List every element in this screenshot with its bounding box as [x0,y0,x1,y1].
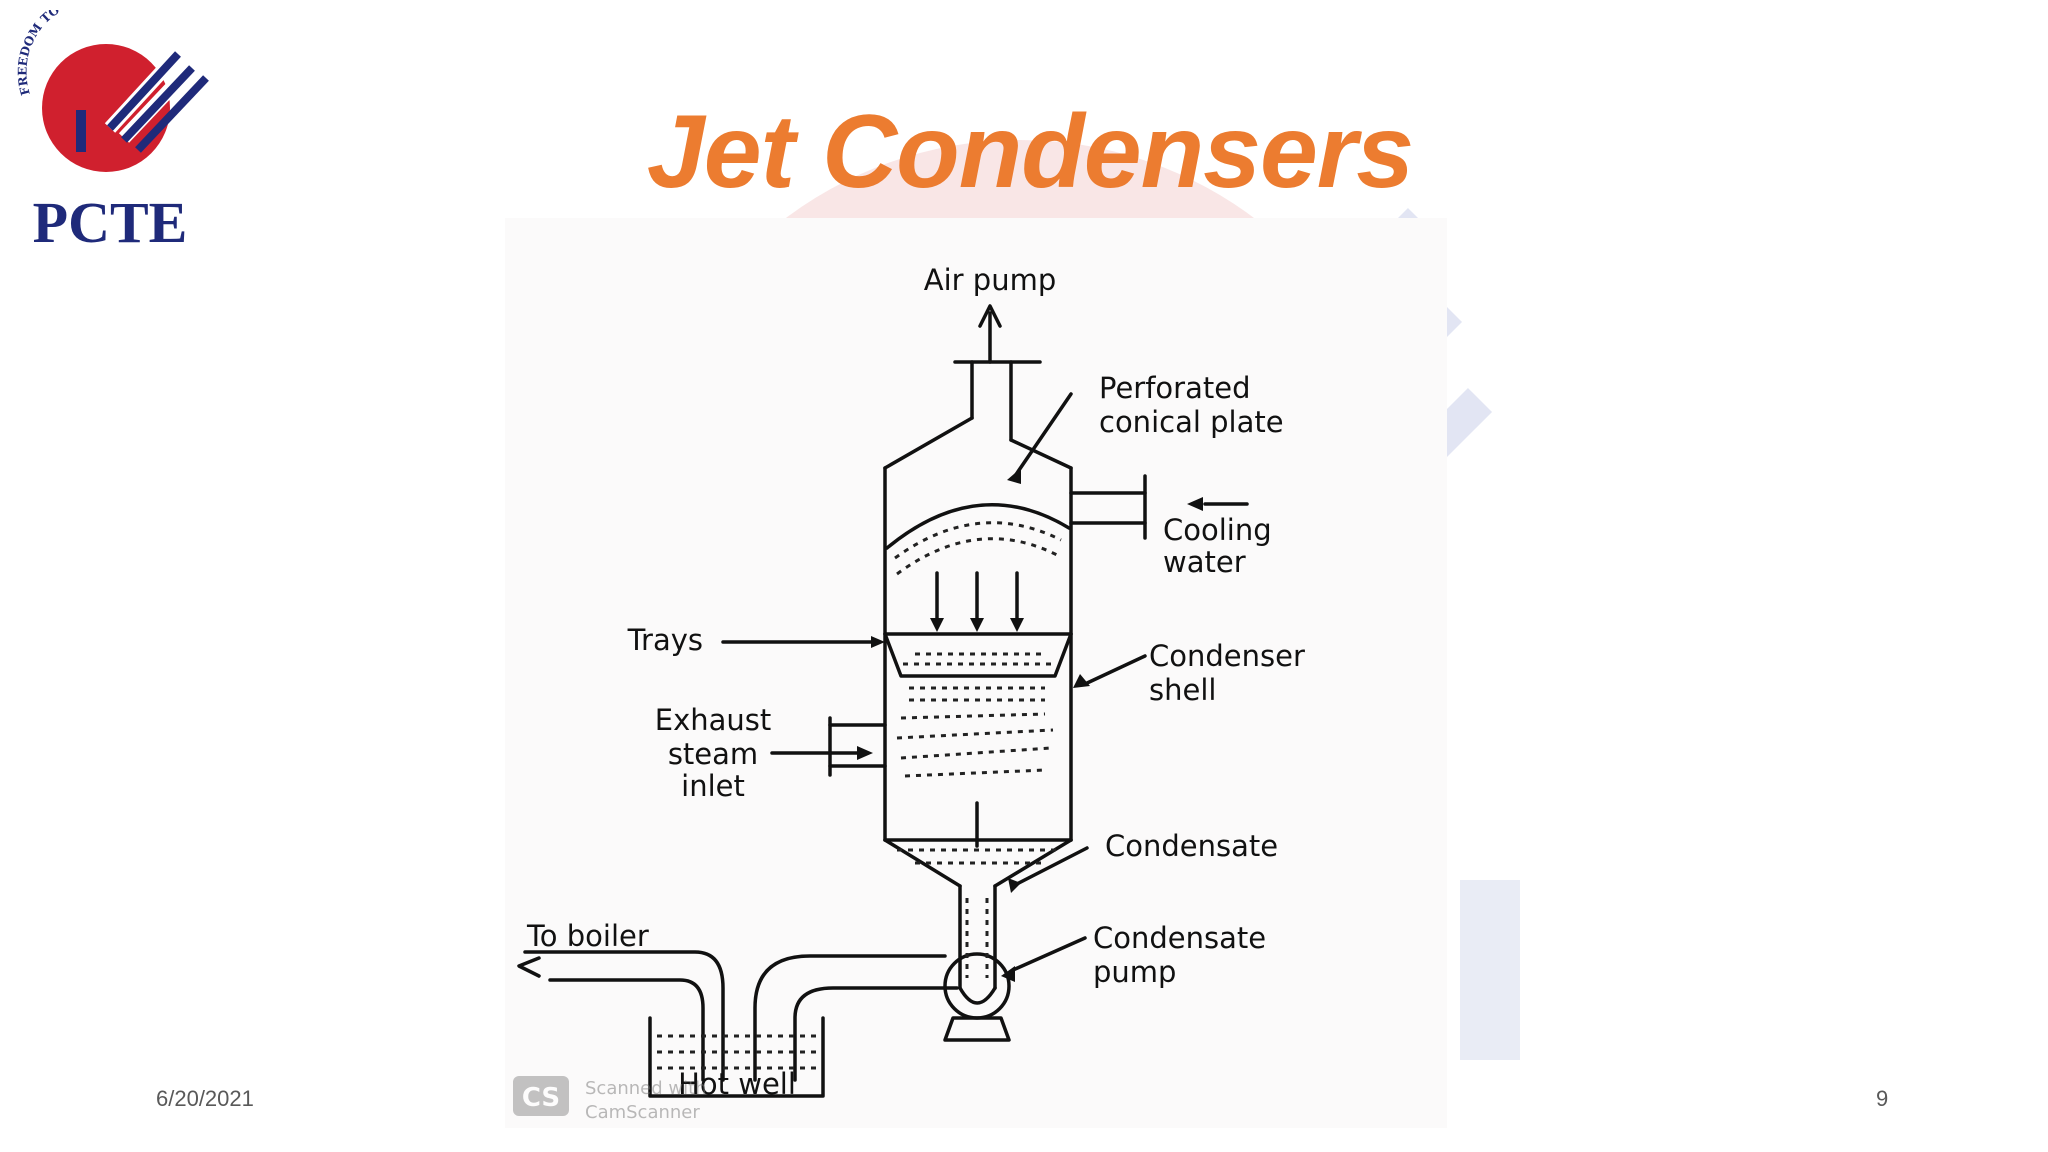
pcte-logo: FREEDOM TO EVOLVE PCTE [14,10,214,250]
label-perforated-1: Perforated [1099,371,1251,405]
label-shell-1: Condenser [1149,639,1305,673]
slide-date: 6/20/2021 [156,1086,254,1111]
camscanner-line2: CamScanner [585,1102,700,1123]
label-perforated-2: conical plate [1099,405,1284,439]
camscanner-line1: Scanned with [585,1078,707,1099]
label-trays: Trays [627,623,703,657]
label-air-pump: Air pump [924,263,1056,297]
label-shell-2: shell [1149,673,1216,707]
label-exhaust-1: Exhaust [655,703,772,737]
slide-title: Jet Condensers [646,94,1414,210]
slide-number: 9 [1876,1086,1889,1111]
tray [883,632,1073,678]
label-cooling-2: water [1163,545,1246,579]
label-hot-well: Hot well [678,1067,796,1101]
label-condensate: Condensate [1105,829,1278,863]
camscanner-badge: CS [522,1083,560,1113]
logo-name: PCTE [33,190,188,250]
label-exhaust-3: inlet [681,769,745,803]
label-pump-1: Condensate [1093,921,1266,955]
label-pump-2: pump [1093,955,1176,989]
label-cooling-1: Cooling [1163,513,1272,547]
label-to-boiler: To boiler [526,919,649,953]
camscanner-watermark: CS Scanned with CamScanner [513,1076,707,1123]
jet-condenser-diagram: Air pump Perforated conical plate Coolin… [505,218,1447,1128]
label-exhaust-2: steam [668,737,758,771]
